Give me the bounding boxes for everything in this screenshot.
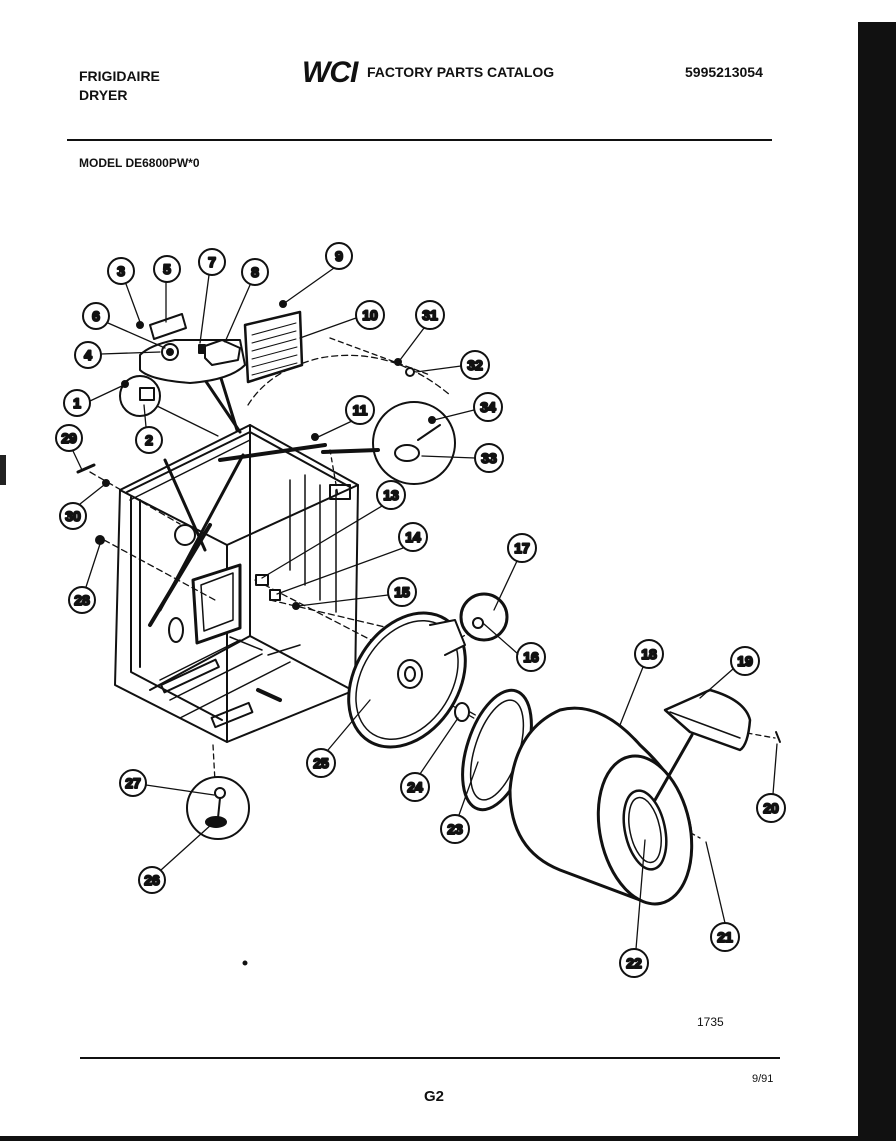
callout-33: 33	[474, 443, 504, 473]
revision-date: 9/91	[752, 1073, 774, 1085]
callout-13: 13	[376, 480, 406, 510]
drum-baffle	[663, 688, 781, 752]
svg-text:27: 27	[125, 775, 141, 791]
thermostat-parts	[311, 358, 456, 485]
callout-4: 3	[107, 257, 135, 285]
callout-15: 15	[387, 577, 417, 607]
callout-19: 19	[730, 646, 760, 676]
svg-text:8: 8	[251, 264, 259, 280]
drum-bearing-detail	[459, 592, 509, 642]
page-number: G2	[424, 1088, 445, 1105]
footer-rule	[80, 1057, 780, 1059]
callout-30: 30	[59, 502, 87, 530]
scan-border-right	[858, 22, 896, 1141]
svg-text:16: 16	[523, 649, 539, 665]
leveling-foot-detail	[186, 776, 250, 840]
svg-text:2: 2	[145, 432, 153, 448]
rear-bulkhead	[347, 611, 467, 749]
catalog-number: 5995213054	[685, 64, 763, 80]
figure-number: 1735	[697, 1015, 724, 1029]
scan-border-bottom	[0, 1136, 896, 1141]
svg-text:31: 31	[422, 307, 438, 323]
svg-text:33: 33	[481, 450, 497, 466]
svg-text:28: 28	[74, 592, 90, 608]
callout-16: 16	[516, 642, 546, 672]
callout-28: 28	[68, 586, 96, 614]
svg-text:10: 10	[362, 307, 378, 323]
callout-2: 2	[135, 426, 163, 454]
appliance-type: DRYER	[79, 87, 128, 103]
header-rule	[67, 139, 772, 141]
callout-29: 29	[55, 424, 83, 452]
svg-text:17: 17	[514, 540, 530, 556]
callout-18: 18	[634, 639, 664, 669]
svg-text:23: 23	[447, 821, 463, 837]
svg-text:34: 34	[480, 399, 496, 415]
dryer-drum	[508, 706, 694, 906]
wci-logo: WCI	[302, 56, 360, 86]
svg-text:22: 22	[626, 955, 642, 971]
model-number: MODEL DE6800PW*0	[79, 156, 200, 170]
svg-text:4: 4	[84, 347, 92, 363]
svg-text:5: 5	[163, 261, 171, 277]
callout-7: 7	[198, 248, 226, 276]
brand-block: FRIGIDAIRE DRYER	[79, 67, 160, 105]
catalog-title: FACTORY PARTS CATALOG	[367, 64, 555, 80]
brand-name: FRIGIDAIRE	[79, 68, 160, 84]
callout-1: 1	[63, 389, 91, 417]
svg-text:26: 26	[144, 872, 160, 888]
svg-text:3: 3	[117, 263, 125, 279]
svg-text:WCI: WCI	[302, 56, 359, 86]
svg-text:24: 24	[407, 779, 423, 795]
svg-text:29: 29	[61, 430, 77, 446]
svg-text:1: 1	[73, 395, 81, 411]
svg-text:11: 11	[353, 402, 368, 418]
svg-text:15: 15	[394, 584, 410, 600]
svg-text:9: 9	[335, 248, 343, 264]
svg-text:21: 21	[717, 929, 733, 945]
small-hardware	[76, 463, 300, 966]
svg-text:25: 25	[313, 755, 329, 771]
callout-8: 8	[241, 258, 269, 286]
callout-21: 21	[710, 922, 740, 952]
svg-text:19: 19	[737, 653, 753, 669]
callout-20: 20	[756, 793, 786, 823]
svg-text:7: 7	[208, 254, 216, 270]
svg-text:13: 13	[383, 487, 399, 503]
callout-34: 34	[473, 392, 503, 422]
callout-26: 26	[138, 866, 166, 894]
callout-10: 10	[355, 300, 385, 330]
svg-text:20: 20	[763, 800, 779, 816]
control-parts-cluster	[119, 300, 304, 417]
callout-31: 31	[415, 300, 445, 330]
svg-text:18: 18	[641, 646, 657, 662]
callout-22: 22	[619, 948, 649, 978]
svg-text:30: 30	[65, 508, 81, 524]
callout-17: 17	[507, 533, 537, 563]
svg-text:14: 14	[405, 529, 421, 545]
callout-23: 23	[440, 814, 470, 844]
svg-text:32: 32	[467, 357, 483, 373]
callout-14: 14	[398, 522, 428, 552]
callout-3: 4	[74, 341, 102, 369]
callout-24: 24	[400, 772, 430, 802]
callout-25: 25	[306, 748, 336, 778]
cabinet-body	[114, 424, 359, 743]
callout-5: 5	[153, 255, 181, 283]
callout-11: 11	[345, 395, 375, 425]
callout-9: 9	[325, 242, 353, 270]
callout-32: 32	[460, 350, 490, 380]
scan-edge-mark	[0, 455, 6, 485]
callout-6: 6	[82, 302, 110, 330]
svg-text:6: 6	[92, 308, 100, 324]
callout-27: 27	[119, 769, 147, 797]
callout-leaders	[72, 267, 778, 950]
